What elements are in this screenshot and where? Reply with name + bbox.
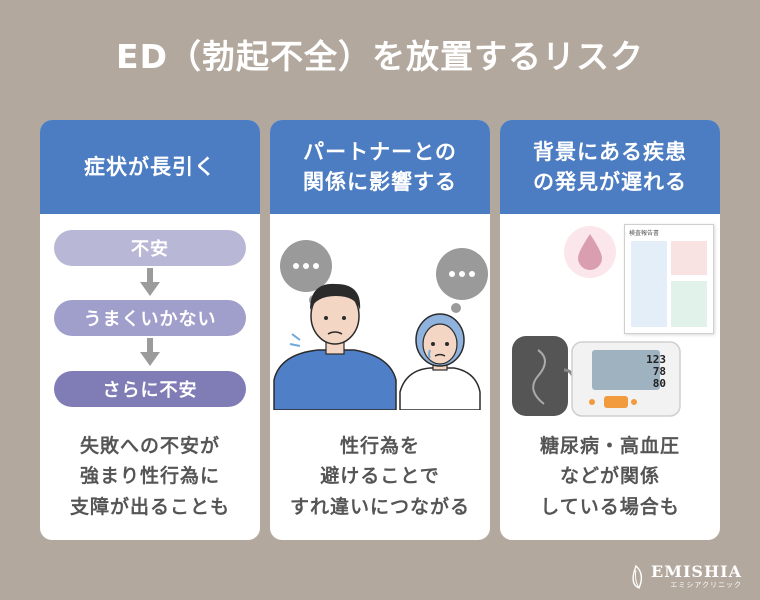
bp-reading-systolic: 123 [646, 353, 666, 366]
card-description-line: 避けることで [320, 465, 440, 488]
card-description-line: 性行為を [339, 434, 420, 457]
card-description-line: 強まり性行為に [79, 465, 220, 488]
flow-step-not-going-well: うまくいかない [54, 300, 246, 336]
risk-card-prolonged: 症状が長引く 不安 うまくいかない さらに不安 失敗への不安が 強まり性行為に … [40, 120, 260, 540]
flow-step-anxiety: 不安 [54, 230, 246, 266]
card-heading: 症状が長引く [40, 120, 260, 214]
page-title: ED（勃起不全）を放置するリスク [116, 37, 644, 76]
blood-pressure-monitor-icon [512, 336, 681, 417]
woman-figure [399, 313, 481, 410]
card-heading-line: 関係に影響する [303, 170, 457, 194]
card-heading-line: の発見が遅れる [533, 170, 687, 194]
card-heading: パートナーとの 関係に影響する [270, 120, 490, 214]
card-heading: 背景にある疾患 の発見が遅れる [500, 120, 720, 214]
worried-couple-illustration [273, 240, 488, 410]
card-description-line: などが関係 [559, 465, 660, 488]
flow-step-more-anxiety: さらに不安 [54, 371, 246, 407]
card-description-line: すれ違いにつながる [289, 495, 470, 518]
man-figure [273, 283, 397, 410]
card-description: 性行為を 避けることで すれ違いにつながる [270, 431, 490, 522]
test-report-document: 検査報告書 [624, 224, 714, 334]
blood-drop-icon [564, 226, 616, 278]
card-heading-line: 症状が長引く [84, 154, 216, 179]
card-description: 失敗への不安が 強まり性行為に 支障が出ることも [40, 431, 260, 522]
down-arrow-icon [140, 338, 160, 366]
card-description: 糖尿病・高血圧 などが関係 している場合も [500, 431, 720, 522]
leaf-logo-icon [632, 564, 643, 589]
thought-bubble-icon [436, 248, 488, 323]
card-description-line: 糖尿病・高血圧 [539, 434, 680, 457]
brand-logo: EMISHIA エミシアクリニック [627, 564, 742, 590]
brand-name: EMISHIA [651, 562, 742, 581]
doc-title: 検査報告書 [629, 230, 660, 237]
card-description-line: 失敗への不安が [79, 434, 220, 457]
brand-subtitle: エミシアクリニック [670, 581, 742, 589]
card-description-line: している場合も [540, 495, 680, 518]
bp-reading-pulse: 80 [652, 377, 666, 390]
card-heading-line: 背景にある疾患 [533, 139, 687, 164]
down-arrow-icon [140, 268, 160, 296]
risk-card-disease: 背景にある疾患 の発見が遅れる 検査報告書 123 78 80 糖尿病・高血圧 … [500, 120, 720, 540]
card-heading-line: パートナーとの [303, 139, 457, 164]
card-description-line: 支障が出ることも [69, 495, 230, 518]
bp-reading-diastolic: 78 [652, 365, 666, 378]
risk-card-partner: パートナーとの 関係に影響する [270, 120, 490, 540]
